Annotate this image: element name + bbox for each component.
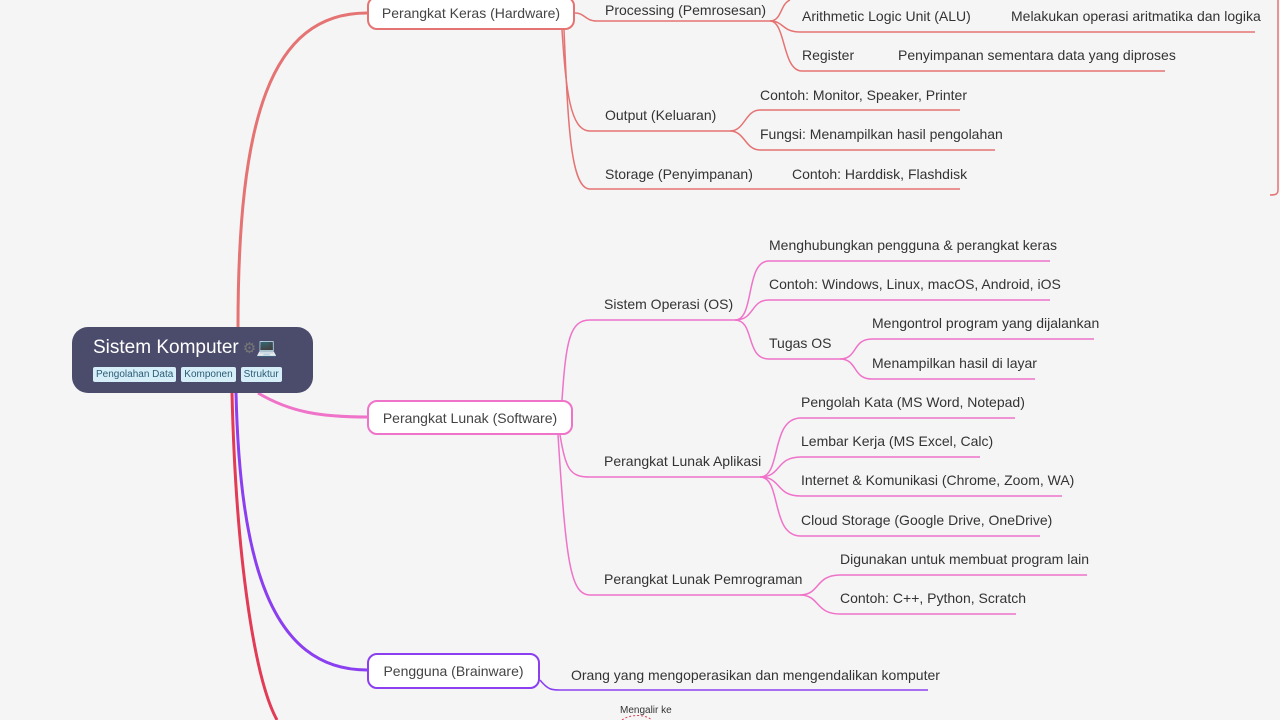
node-app-item[interactable]: Pengolah Kata (MS Word, Notepad) [801, 394, 1025, 410]
node-brainware-desc[interactable]: Orang yang mengoperasikan dan mengendali… [571, 667, 940, 683]
node-app-item[interactable]: Cloud Storage (Google Drive, OneDrive) [801, 512, 1053, 528]
tag[interactable]: Struktur [240, 367, 282, 382]
node-register-desc[interactable]: Penyimpanan sementara data yang diproses [898, 47, 1176, 63]
node-programming-item[interactable]: Digunakan untuk membuat program lain [840, 551, 1090, 567]
root-node[interactable]: Sistem Komputer⚙💻 Pengolahan Data Kompon… [72, 327, 313, 393]
link-root-extra [230, 392, 279, 720]
node-os-task[interactable]: Mengontrol program yang dijalankan [872, 315, 1100, 331]
node-storage[interactable]: Storage (Penyimpanan) [605, 166, 753, 182]
relation-arc [621, 715, 653, 720]
node-os-item[interactable]: Menghubungkan pengguna & perangkat keras [769, 237, 1057, 253]
node-programming-item[interactable]: Contoh: C++, Python, Scratch [840, 590, 1026, 606]
root-tags: Pengolahan Data Komponen Struktur [93, 367, 313, 382]
node-alu[interactable]: Arithmetic Logic Unit (ALU) [802, 8, 971, 24]
relation-label[interactable]: Mengalir ke [620, 705, 672, 716]
node-os-task[interactable]: Menampilkan hasil di layar [872, 355, 1037, 371]
node-hardware[interactable]: Perangkat Keras (Hardware) [367, 0, 575, 30]
link-root-brainware [234, 392, 368, 672]
node-software[interactable]: Perangkat Lunak (Software) [367, 400, 573, 435]
node-app-item[interactable]: Internet & Komunikasi (Chrome, Zoom, WA) [801, 472, 1075, 488]
node-storage-desc[interactable]: Contoh: Harddisk, Flashdisk [792, 166, 968, 182]
node-brainware[interactable]: Pengguna (Brainware) [367, 653, 540, 689]
link-root-software [257, 391, 368, 419]
gear-icon: ⚙ [242, 340, 257, 357]
node-programming[interactable]: Perangkat Lunak Pemrograman [604, 571, 803, 587]
node-output[interactable]: Output (Keluaran) [605, 107, 717, 123]
node-app-item[interactable]: Lembar Kerja (MS Excel, Calc) [801, 433, 994, 449]
link-root-hardware [236, 11, 368, 328]
node-output-example[interactable]: Contoh: Monitor, Speaker, Printer [760, 87, 967, 103]
laptop-icon: 💻 [256, 338, 278, 357]
node-processing[interactable]: Processing (Pemrosesan) [605, 2, 767, 18]
tag[interactable]: Pengolahan Data [93, 367, 177, 382]
node-os[interactable]: Sistem Operasi (OS) [604, 296, 734, 312]
root-title: Sistem Komputer [93, 337, 239, 358]
node-register[interactable]: Register [802, 47, 855, 63]
node-apps[interactable]: Perangkat Lunak Aplikasi [604, 453, 762, 469]
node-alu-desc[interactable]: Melakukan operasi aritmatika dan logika [1011, 8, 1261, 24]
tag[interactable]: Komponen [181, 367, 236, 382]
node-os-item[interactable]: Contoh: Windows, Linux, macOS, Android, … [769, 276, 1061, 292]
node-os-tasks[interactable]: Tugas OS [769, 335, 832, 351]
node-output-function[interactable]: Fungsi: Menampilkan hasil pengolahan [760, 126, 1003, 142]
